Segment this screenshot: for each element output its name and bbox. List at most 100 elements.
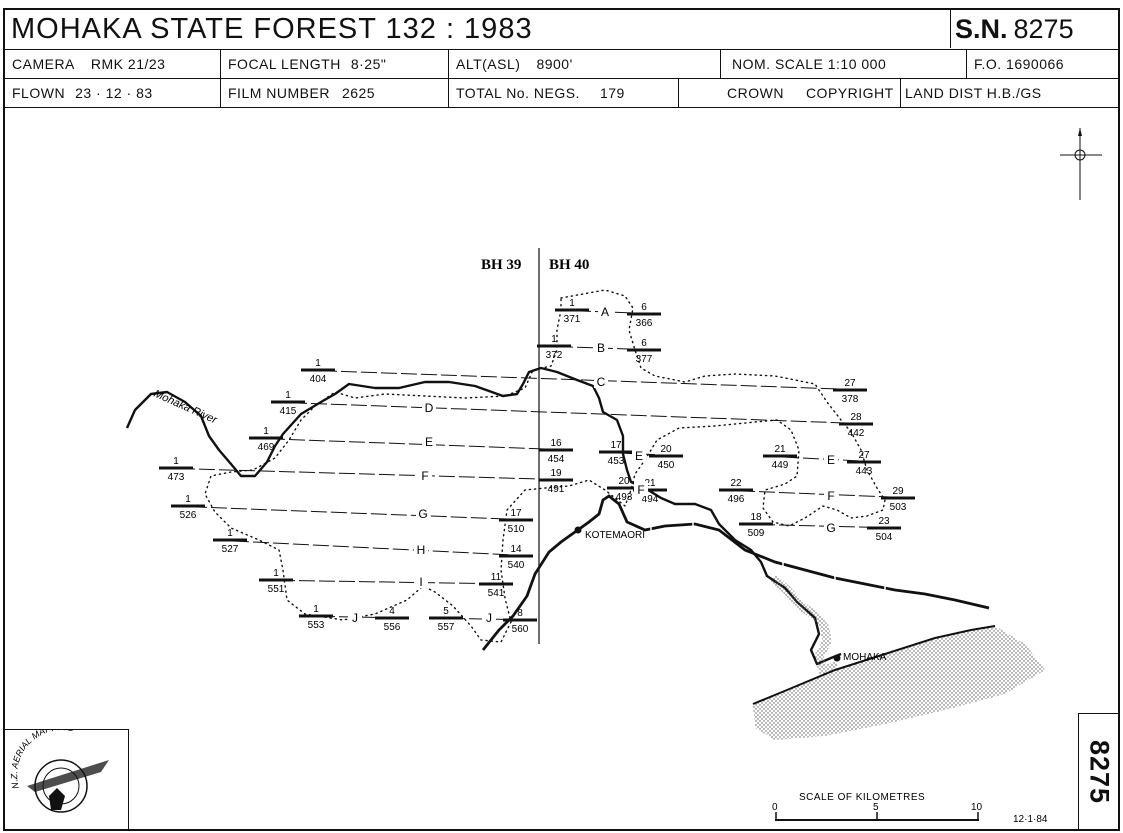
run-exposure-number: 22 [730, 478, 742, 489]
run-letter-bg [634, 482, 648, 496]
run-frame-number: 366 [636, 318, 653, 329]
run-letter: F [421, 469, 428, 483]
run-frame-number: 509 [748, 528, 765, 539]
road-kotemaori [481, 494, 990, 651]
run-frame-number: 510 [508, 524, 525, 535]
side-sortie-number: 8275 [1078, 713, 1118, 829]
run-exposure-number: 27 [858, 450, 870, 461]
sortie-number: S.N. 8275 [951, 10, 1121, 48]
land-district: LAND DIST H.B./GS [905, 85, 1042, 101]
run-frame-number: 560 [512, 624, 529, 635]
run-exposure-number: 17 [510, 508, 522, 519]
mohaka-label: MOHAKA [843, 652, 887, 663]
sheet-label-left: BH 39 [481, 257, 521, 273]
run-letter-bg [594, 340, 608, 354]
run-exposure-number: 6 [641, 302, 647, 313]
run-letter-bg [414, 542, 428, 556]
flown-cell: FLOWN 23 · 12 · 83 [5, 79, 221, 107]
run-frame-number: 469 [258, 442, 275, 453]
film-number-label: FILM NUMBER [228, 85, 330, 101]
run-frame-number: 377 [636, 354, 653, 365]
run-letter: B [597, 341, 605, 355]
run-exposure-number: 29 [892, 486, 904, 497]
run-letter: E [425, 435, 433, 449]
run-letter-bg [632, 448, 646, 462]
run-letter-bg [598, 304, 612, 318]
run-letter-bg [482, 610, 496, 624]
run-letter: C [597, 375, 606, 389]
run-frame-number: 404 [310, 374, 327, 385]
run-frame-number: 557 [438, 622, 455, 633]
run-letter-bg [418, 468, 432, 482]
run-exposure-number: 4 [389, 606, 395, 617]
run-line [212, 539, 534, 557]
logo-emblem-icon: N.Z. AERIAL MAPPING [9, 722, 109, 813]
crown-text: CROWN [727, 85, 784, 101]
run-frame-number: 494 [642, 494, 659, 505]
run-exposure-number: 20 [618, 476, 630, 487]
run-line [248, 437, 574, 451]
run-letter: E [827, 453, 835, 467]
info-row-1: CAMERA RMK 21/23 FOCAL LENGTH 8·25" ALT(… [5, 50, 1118, 79]
run-exposure-number: 8 [517, 608, 523, 619]
crown-copyright-cell: CROWN COPYRIGHT [679, 79, 901, 107]
run-frame-number: 371 [564, 314, 581, 325]
plot-date: 12·1·84 [1013, 814, 1048, 825]
run-letter-bg [594, 374, 608, 388]
run-letter: F [637, 483, 644, 497]
scale-tick-0: 0 [772, 802, 778, 813]
run-exposure-number: 1 [313, 604, 319, 615]
run-letter-bg [824, 452, 838, 466]
focal-length-cell: FOCAL LENGTH 8·25" [221, 50, 449, 78]
sn-label: S.N. [955, 13, 1008, 44]
sheet-title: MOHAKA STATE FOREST 132 : 1983 [5, 10, 951, 48]
run-exposure-number: 17 [610, 440, 622, 451]
info-row-2: FLOWN 23 · 12 · 83 FILM NUMBER 2625 TOTA… [5, 79, 1118, 108]
focal-length-label: FOCAL LENGTH [228, 56, 341, 72]
kotemaori-town-icon [574, 526, 582, 534]
run-exposure-number: 1 [551, 334, 557, 345]
run-letter-bg [422, 400, 436, 414]
run-exposure-number: 16 [550, 438, 562, 449]
camera-value: RMK 21/23 [90, 56, 166, 72]
run-letter-bg [414, 574, 428, 588]
scale-bar: SCALE OF KILOMETRES 0 5 10 [772, 792, 983, 821]
altitude-label: ALT(ASL) [456, 56, 521, 72]
run-exposure-number: 1 [227, 528, 233, 539]
run-exposure-number: 14 [510, 544, 522, 555]
run-frame-number: 556 [384, 622, 401, 633]
flown-label: FLOWN [12, 85, 66, 101]
run-frame-number: 442 [848, 428, 865, 439]
run-letter-bg [824, 488, 838, 502]
mohaka-town-icon [833, 654, 841, 662]
scale-tick-10: 10 [971, 802, 983, 813]
run-exposure-number: 5 [443, 606, 449, 617]
run-frame-number: 526 [180, 510, 197, 521]
nz-aerial-mapping-logo: N.Z. AERIAL MAPPING [5, 722, 129, 829]
run-exposure-number: 1 [569, 298, 575, 309]
run-line [258, 579, 514, 585]
scale-tick-5: 5 [873, 802, 879, 813]
run-exposure-number: 18 [750, 512, 762, 523]
run-letter: E [635, 449, 643, 463]
camera-cell: CAMERA RMK 21/23 [5, 50, 221, 78]
total-negs-label: TOTAL No. NEGS. [456, 85, 580, 101]
run-exposure-number: 19 [550, 468, 562, 479]
run-line [170, 505, 534, 521]
kotemaori-label: KOTEMAORI [585, 530, 645, 541]
run-exposure-number: 6 [641, 338, 647, 349]
north-arrow-icon [1060, 128, 1102, 200]
film-number-cell: FILM NUMBER 2625 [221, 79, 449, 107]
total-negs-cell: TOTAL No. NEGS. 179 [449, 79, 679, 107]
run-exposure-number: 1 [173, 456, 179, 467]
title-row: MOHAKA STATE FOREST 132 : 1983 S.N. 8275 [5, 10, 1118, 50]
run-letter: F [827, 489, 834, 503]
